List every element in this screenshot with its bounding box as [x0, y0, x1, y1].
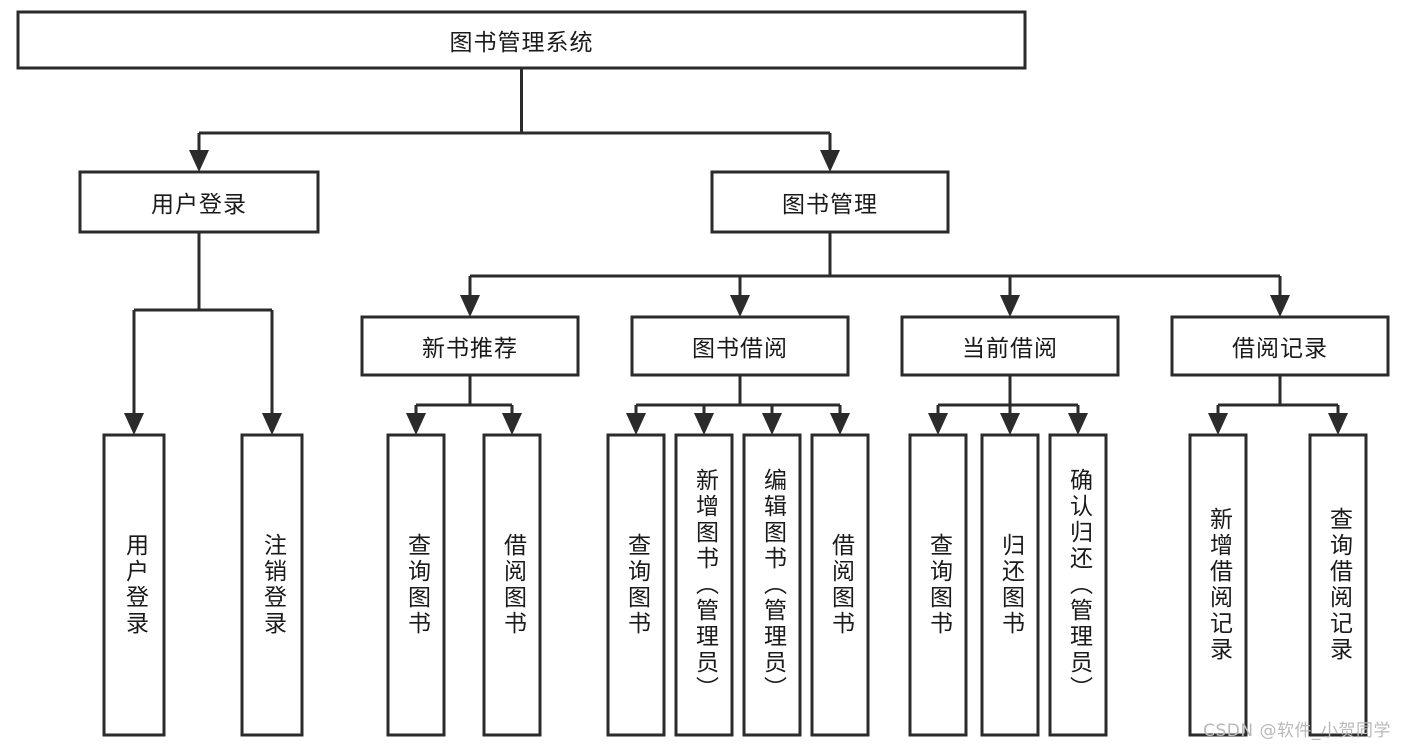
node-box-图书管理[interactable] — [710, 170, 950, 234]
node-box-确认归还管理员[interactable] — [1048, 433, 1108, 737]
lvl3-2-to-归还图书-1-arrowhead — [1000, 413, 1020, 435]
root-to-用户登录-0-arrowhead — [189, 150, 209, 172]
user-login-to-注销登录-1-arrowhead — [262, 413, 282, 435]
node-box-借阅记录[interactable] — [1170, 315, 1390, 377]
node-box-查询图书[interactable] — [908, 433, 968, 737]
node-box-用户登录[interactable] — [78, 170, 320, 234]
node-box-查询图书[interactable] — [606, 433, 666, 737]
root-to-图书管理-1-arrowhead — [820, 150, 840, 172]
node-box-注销登录[interactable] — [240, 433, 304, 737]
watermark-text: CSDN @软件_小贺同学 — [1203, 721, 1391, 741]
lvl3-3-to-查询借阅记录-1-arrowhead — [1328, 413, 1348, 435]
node-box-归还图书[interactable] — [980, 433, 1040, 737]
user-login-to-用户登录-0-arrowhead — [124, 413, 144, 435]
books-mgmt-to-图书借阅-1-arrowhead — [730, 295, 750, 317]
node-box-借阅图书[interactable] — [810, 433, 870, 737]
lvl3-1-to-借阅图书-3-arrowhead — [830, 413, 850, 435]
node-boxes — [16, 10, 1390, 737]
node-box-查询图书[interactable] — [386, 433, 446, 737]
node-box-编辑图书管理员[interactable] — [742, 433, 802, 737]
node-box-用户登录[interactable] — [102, 433, 166, 737]
lvl3-1-to-新增图书管理员-1-arrowhead — [694, 413, 714, 435]
node-box-新增图书管理员[interactable] — [674, 433, 734, 737]
books-mgmt-to-新书推荐-0-arrowhead — [460, 295, 480, 317]
lvl3-1-to-编辑图书管理员-2-arrowhead — [762, 413, 782, 435]
node-box-当前借阅[interactable] — [900, 315, 1120, 377]
lvl3-2-to-查询图书-0-arrowhead — [928, 413, 948, 435]
lvl3-0-to-查询图书-0-arrowhead — [406, 413, 426, 435]
lvl3-3-to-新增借阅记录-0-arrowhead — [1208, 413, 1228, 435]
lvl3-1-to-查询图书-0-arrowhead — [626, 413, 646, 435]
node-box-图书管理系统[interactable] — [16, 10, 1027, 70]
node-box-图书借阅[interactable] — [630, 315, 850, 377]
node-box-借阅图书[interactable] — [482, 433, 542, 737]
connector-lines — [124, 68, 1348, 435]
lvl3-0-to-借阅图书-1-arrowhead — [502, 413, 522, 435]
node-box-查询借阅记录[interactable] — [1308, 433, 1368, 737]
books-mgmt-to-当前借阅-2-arrowhead — [1000, 295, 1020, 317]
node-box-新书推荐[interactable] — [360, 315, 580, 377]
lvl3-2-to-确认归还管理员-2-arrowhead — [1068, 413, 1088, 435]
node-box-新增借阅记录[interactable] — [1188, 433, 1248, 737]
books-mgmt-to-借阅记录-3-arrowhead — [1270, 295, 1290, 317]
